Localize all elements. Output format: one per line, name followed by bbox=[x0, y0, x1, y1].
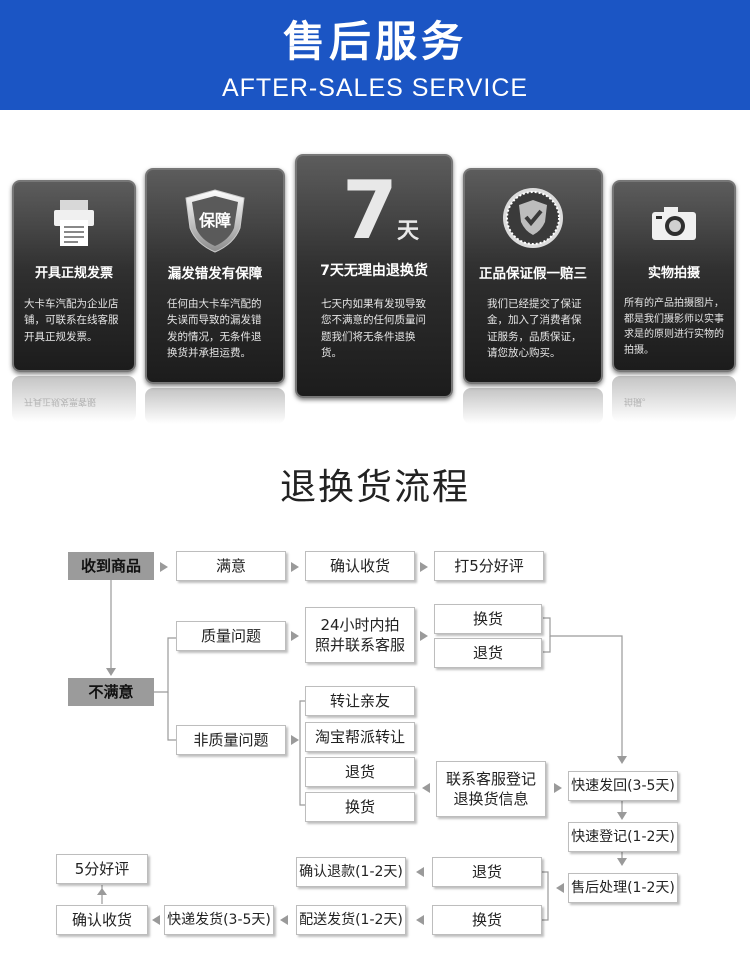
camera-icon bbox=[614, 204, 734, 244]
flow-received: 收到商品 bbox=[68, 552, 154, 580]
page-title: 售后服务 bbox=[282, 17, 467, 66]
svg-text:保障: 保障 bbox=[198, 211, 231, 230]
card-invoice: 开具正规发票 大卡车汽配为企业店铺，可联系在线客服开具正规发票。 bbox=[12, 180, 136, 372]
card-title: 7天无理由退换货 bbox=[320, 263, 428, 279]
flow-after-sales: 售后处理(1-2天) bbox=[568, 873, 678, 903]
card-desc: 大卡车汽配为企业店铺，可联系在线客服开具正规发票。 bbox=[24, 298, 119, 343]
svg-text:7: 7 bbox=[342, 168, 398, 248]
flow-confirm-refund: 确认退款(1-2天) bbox=[296, 857, 406, 887]
invoice-icon bbox=[14, 198, 134, 248]
card-desc: 所有的产品拍摄图片，都是我们摄影师以实事求是的原则进行实物的拍摄。 bbox=[624, 298, 724, 356]
card-seven-days: 7 天 7天无理由退换货 七天内如果有发现导致您不满意的任何质量问题我们将无条件… bbox=[295, 154, 453, 398]
flow-quality-issue: 质量问题 bbox=[176, 621, 286, 651]
flow-photo-contact: 24小时内拍照并联系客服 bbox=[305, 607, 415, 663]
flow-five-star: 打5分好评 bbox=[434, 551, 544, 581]
header-banner: 售后服务 AFTER-SALES SERVICE bbox=[0, 0, 750, 110]
flow-register-info: 联系客服登记退换货信息 bbox=[436, 761, 546, 817]
flow-title: 退换货流程 bbox=[279, 467, 470, 508]
svg-text:天: 天 bbox=[397, 219, 420, 244]
card-real-photo: 实物拍摄 所有的产品拍摄图片，都是我们摄影师以实事求是的原则进行实物的拍摄。 bbox=[612, 180, 736, 372]
flow-refund-3: 退货 bbox=[432, 857, 542, 887]
flow-refund: 退货 bbox=[434, 638, 542, 668]
flow-confirm-receipt-2: 确认收货 bbox=[56, 905, 148, 935]
card-title: 开具正规发票 bbox=[34, 266, 113, 281]
card-reflection: 开具正规发票客服 bbox=[12, 376, 136, 422]
card-desc: 七天内如果有发现导致您不满意的任何质量问题我们将无条件退换货。 bbox=[321, 298, 426, 359]
card-authentic: 正品保证假一赔三 我们已经提交了保证金，加入了消费者保证服务，品质保证，请您放心… bbox=[463, 168, 603, 384]
seven-days-icon: 7 天 bbox=[297, 168, 451, 248]
card-guarantee: 保障 漏发错发有保障 任何由大卡车汽配的失误而导致的漏发错发的情况，无条件退换货… bbox=[145, 168, 285, 384]
flow-express-ship: 快递发货(3-5天) bbox=[164, 905, 274, 935]
card-desc: 任何由大卡车汽配的失误而导致的漏发错发的情况，无条件退换货并承担运费。 bbox=[167, 298, 262, 359]
flow-five-star-2: 5分好评 bbox=[56, 854, 148, 884]
card-title: 实物拍摄 bbox=[647, 266, 700, 281]
flow-exchange-3: 换货 bbox=[432, 905, 542, 935]
flow-confirm-receipt: 确认收货 bbox=[305, 551, 415, 581]
card-reflection: 拍摄。 bbox=[612, 376, 736, 422]
flow-unsatisfied: 不满意 bbox=[68, 678, 154, 706]
flow-fast-return: 快速发回(3-5天) bbox=[568, 771, 678, 801]
flow-taobao-transfer: 淘宝帮派转让 bbox=[305, 722, 415, 752]
authentic-badge-icon bbox=[465, 186, 601, 250]
flow-satisfied: 满意 bbox=[176, 551, 286, 581]
card-desc: 我们已经提交了保证金，加入了消费者保证服务，品质保证，请您放心购买。 bbox=[487, 298, 582, 359]
flow-exchange: 换货 bbox=[434, 604, 542, 634]
card-reflection bbox=[463, 388, 603, 424]
flow-deliver-ship: 配送发货(1-2天) bbox=[296, 905, 406, 935]
card-reflection bbox=[145, 388, 285, 424]
card-title: 漏发错发有保障 bbox=[167, 266, 263, 282]
flow-non-quality-issue: 非质量问题 bbox=[176, 725, 286, 755]
flow-refund-2: 退货 bbox=[305, 757, 415, 787]
flow-fast-register: 快速登记(1-2天) bbox=[568, 822, 678, 852]
card-title: 正品保证假一赔三 bbox=[479, 266, 587, 282]
flow-exchange-2: 换货 bbox=[305, 792, 415, 822]
page-subtitle: AFTER-SALES SERVICE bbox=[221, 74, 529, 102]
flow-transfer-friend: 转让亲友 bbox=[305, 686, 415, 716]
guarantee-shield-icon: 保障 bbox=[147, 188, 283, 254]
